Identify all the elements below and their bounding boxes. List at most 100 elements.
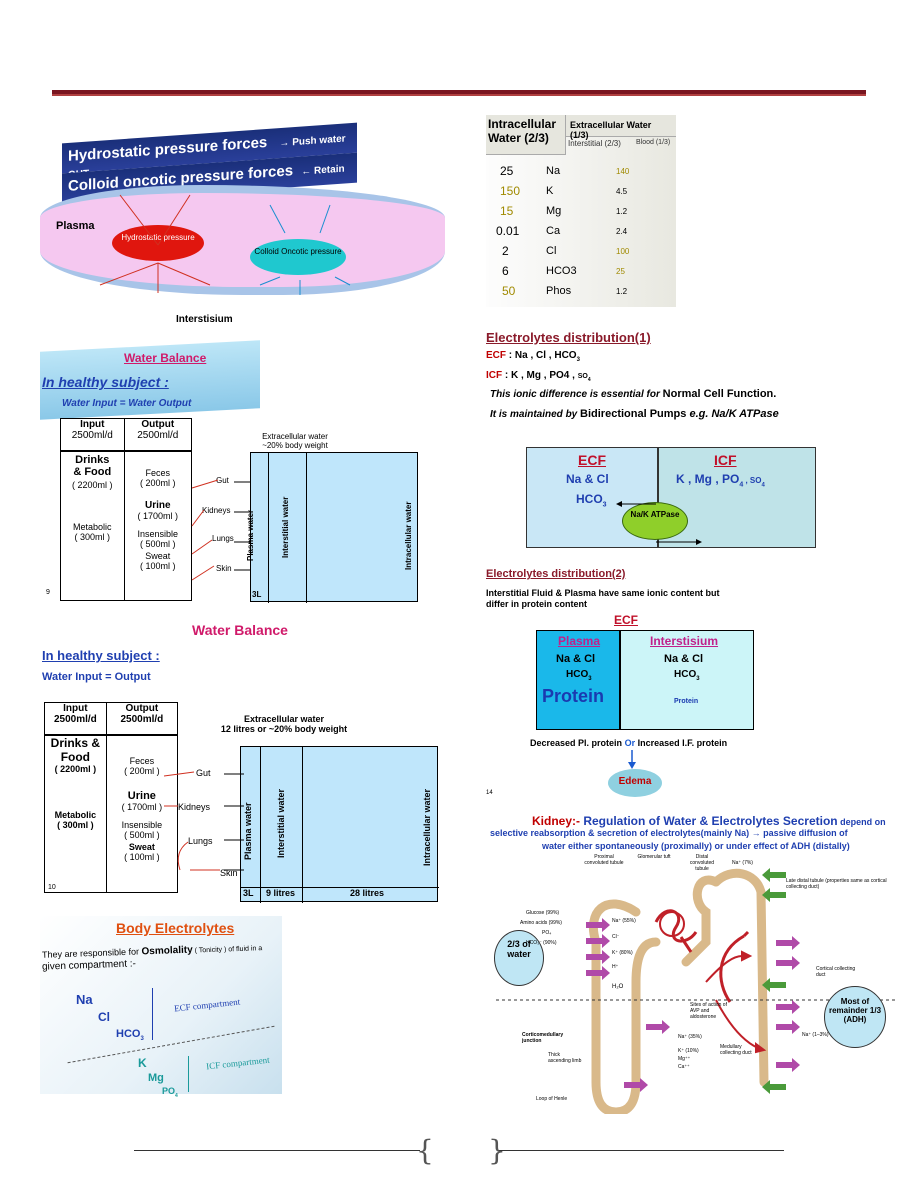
na-k-atpase-pump: Na/K ATPase [622, 502, 688, 540]
electrolytes-distribution-2: Electrolytes distribution(2) Interstitia… [486, 568, 786, 800]
intra-value: 2 [502, 244, 509, 258]
na7-label: Na⁺ (7%) [732, 860, 753, 866]
kidney-depend: depend on [837, 817, 886, 827]
inter-value: 2.4 [616, 226, 628, 236]
osmolality-line: They are responsible for Osmolality ( To… [42, 942, 262, 961]
mg-label: Mg⁺⁺ [678, 1056, 691, 1062]
ion-row: 150 K 4.5 [486, 181, 676, 201]
ecf-ions: : Na , Cl , HCO [508, 350, 577, 361]
ion-table-photo: Intracellular Water (2/3) Extracellular … [486, 115, 676, 307]
insensible-label: Insensible [121, 819, 163, 830]
increased-protein: Increased I.F. protein [637, 738, 728, 748]
plasma-box [536, 630, 620, 730]
k-ion: K [138, 1056, 147, 1070]
gut-label: Gut [196, 768, 211, 778]
down-arrow [628, 750, 636, 769]
water-balance-panel-2: Water Balance In healthy subject : Water… [40, 622, 439, 903]
intracellular-water-label: Intracellular water [422, 788, 432, 866]
ecf-line: ECF : Na , Cl , HCO3 [486, 350, 580, 363]
twentyeight-litres-label: 28 litres [350, 888, 385, 898]
skin-label: Skin [216, 564, 232, 573]
box-icf-ions: K , Mg , PO4 , SO4 [676, 472, 765, 489]
na-k-atpase-example: e.g. Na/K ATPase [689, 408, 779, 420]
inter-value: 4.5 [616, 186, 628, 196]
lungs-label: Lungs [188, 836, 213, 846]
tonicity-text: ( Tonicity ) of fluid in a [192, 945, 263, 955]
pump-arrows [616, 501, 702, 545]
sweat-label: Sweat [128, 841, 155, 852]
hco3-text: HCO [116, 1028, 141, 1040]
intra-value: 150 [500, 184, 521, 198]
given-compartment-text: given compartment :- [41, 958, 137, 973]
output-rate: 2500ml/d [120, 714, 164, 725]
kidney-panel: Kidney:- Regulation of Water & Electroly… [486, 814, 906, 1114]
icf-label: ICF [486, 370, 503, 381]
na35-label: Na⁺ (35%) [678, 1034, 702, 1040]
intra-value: 0.01 [496, 224, 520, 238]
h-prox-label: H⁺ [612, 964, 619, 970]
box-icf-ions-text: K , Mg , PO [676, 472, 740, 486]
box-ecf-hco-text: HCO [576, 492, 603, 506]
interstitial-compartment [261, 747, 303, 903]
insensible-ml: ( 500ml ) [124, 829, 160, 840]
drinks-food-ml: ( 2200ml ) [54, 763, 97, 774]
na55-label: Na⁺ (55%) [612, 918, 636, 924]
feces-ml: ( 200ml ) [140, 477, 176, 488]
remainder-adh-ellipse: Most of remainder 1/3 (ADH) [824, 986, 886, 1048]
ion-row: 0.01 Ca 2.4 [486, 221, 676, 241]
inter-value: 140 [616, 166, 630, 176]
ecf-brace [152, 988, 153, 1040]
ca-label: Ca⁺⁺ [678, 1064, 690, 1070]
kidney-regulation: Regulation of Water & Electrolytes Secre… [580, 814, 838, 828]
output-header: Output [141, 419, 175, 430]
ecw-pct: ~20% body weight [262, 441, 328, 450]
hco3-ion: HCO3 [116, 1028, 144, 1043]
electrolytes-2-title: Electrolytes distribution(2) [486, 568, 626, 580]
bidirectional-pumps: Bidirectional Pumps [580, 408, 690, 420]
hydrostatic-ellipse: Hydrostatic pressure [112, 225, 204, 261]
k10-label: K⁺ (10%) [678, 1048, 699, 1054]
kidney-line3: water either spontaneously (proximally) … [542, 841, 850, 851]
metabolic-label: Metabolic [54, 809, 97, 820]
amino-label: Amino acids (99%) [520, 920, 562, 926]
urine-ml: ( 1700ml ) [137, 510, 179, 521]
page-number: 10 [48, 884, 56, 891]
corticomedullary-label: Corticomedullary junction [522, 1032, 564, 1044]
plasma-hco: HCO3 [566, 669, 592, 682]
sweat-label: Sweat [145, 550, 171, 561]
interstitial-subheader: Interstitial (2/3) [568, 139, 621, 148]
intracellular-header: Intracellular Water (2/3) [486, 115, 566, 155]
ion-row: 2 Cl 100 [486, 241, 676, 261]
plasma-heading: Plasma [558, 634, 601, 648]
ion-name: Ca [546, 225, 561, 237]
feces-label: Feces [129, 755, 155, 766]
cortical-duct-label: Cortical collecting duct [816, 966, 856, 978]
cl-ion: Cl [98, 1010, 110, 1024]
input-rate: 2500ml/d [71, 430, 113, 441]
avp-sites-label: Sites of action of AVP and aldosterone [690, 1002, 727, 1020]
loop-henle-label: Loop of Henle [536, 1096, 568, 1102]
extracellular-header: Extracellular Water (1/3) [566, 115, 676, 140]
metabolic-label: Metabolic [73, 521, 112, 532]
input-rate: 2500ml/d [53, 714, 97, 725]
pumps-line: It is maintained by Bidirectional Pumps … [490, 408, 779, 420]
inter-value: 1.2 [616, 286, 628, 296]
plasma-compartment [251, 453, 269, 603]
footer-line-left [134, 1150, 420, 1151]
footer-brace-right: } [488, 1134, 506, 1167]
healthy-subject-heading: In healthy subject : [42, 374, 169, 390]
sweat-ml: ( 100ml ) [140, 560, 176, 571]
glucose-label: Glucose (99%) [526, 910, 560, 916]
urine-label: Urine [127, 789, 156, 802]
interstitial-water-label: Interstitial water [281, 496, 290, 558]
urine-ml: ( 1700ml ) [121, 801, 163, 812]
lungs-label: Lungs [212, 534, 234, 543]
box-ecf-label: ECF [578, 452, 606, 468]
hco3-reab-label: HCO₃⁻ (90%) [526, 940, 557, 946]
kidneys-label: Kidneys [202, 506, 231, 515]
insensible-label: Insensible [137, 528, 179, 539]
electrolytes-distribution-1: Electrolytes distribution(1) ECF : Na , … [486, 330, 830, 548]
water-balance-title: Water Balance [124, 351, 207, 365]
page-number: 9 [46, 589, 50, 596]
